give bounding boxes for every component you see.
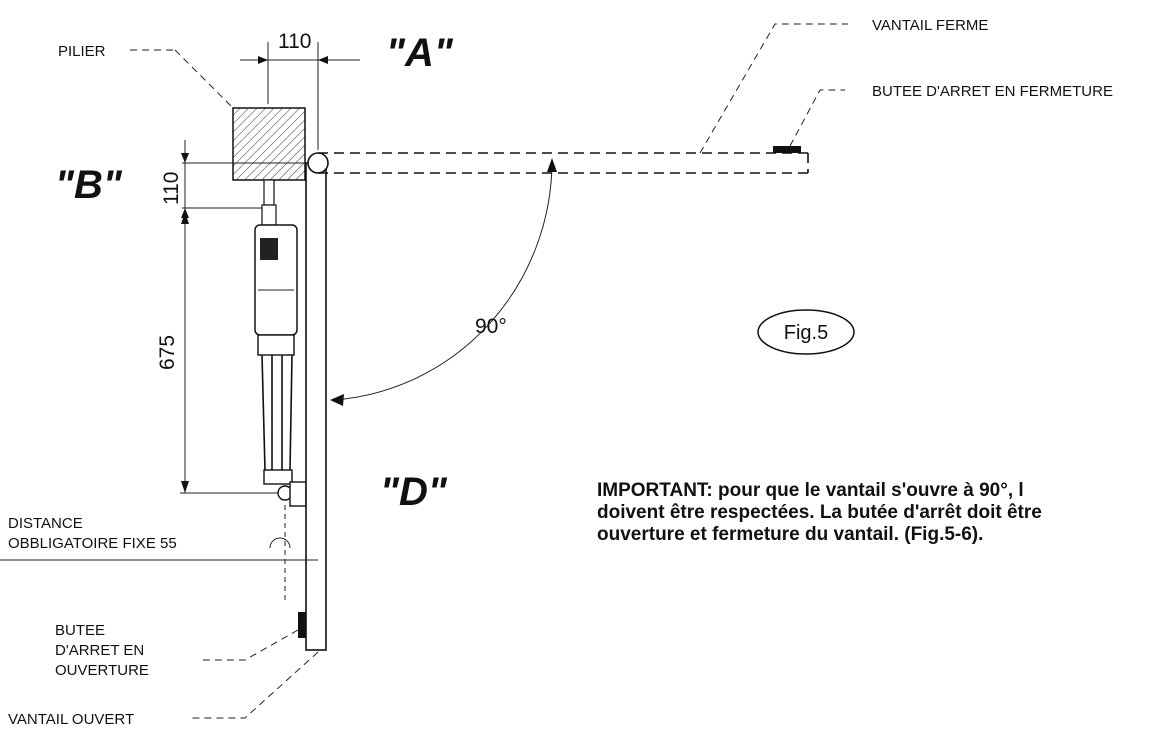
distance-label-line1: DISTANCE	[8, 515, 83, 532]
opening-stop-label-line3: OUVERTURE	[55, 662, 149, 679]
letter-b: "B"	[55, 163, 123, 207]
open-leaf	[305, 162, 327, 651]
closing-stop-label: BUTEE D'ARRET EN FERMETURE	[872, 83, 1113, 100]
open-leaf-label: VANTAIL OUVERT	[8, 711, 134, 728]
closed-leaf-label: VANTAIL FERME	[872, 17, 988, 34]
dimension-a: 110	[240, 30, 360, 150]
distance-marker	[0, 505, 318, 600]
actuator	[254, 179, 307, 507]
dimension-a-value: 110	[278, 30, 311, 53]
letter-a: "A"	[386, 31, 454, 75]
note-line2: doivent être respectées. La butée d'arrê…	[597, 502, 1042, 523]
pillar-label: PILIER	[58, 43, 106, 60]
letter-d: "D"	[380, 470, 448, 514]
figure-label: Fig.5	[784, 322, 828, 344]
angle-arc	[332, 159, 553, 401]
hinge	[307, 152, 329, 174]
angle-value: 90°	[475, 315, 507, 338]
dimension-length-value: 675	[156, 335, 179, 370]
dimension-length: 675	[156, 212, 280, 494]
figure-badge	[757, 309, 855, 355]
opening-stop-label-line2: D'ARRET EN	[55, 642, 144, 659]
pillar	[232, 107, 306, 181]
dimension-b-value: 110	[160, 172, 183, 205]
distance-label-line2: OBBLIGATOIRE FIXE 55	[8, 535, 177, 552]
closing-stop	[773, 146, 801, 153]
opening-stop-label-line1: BUTEE	[55, 622, 105, 639]
note-line1: IMPORTANT: pour que le vantail s'ouvre à…	[597, 480, 1024, 501]
closed-leaf	[318, 152, 809, 174]
opening-stop	[298, 612, 306, 638]
note-line3: ouverture et fermeture du vantail. (Fig.…	[597, 524, 983, 545]
